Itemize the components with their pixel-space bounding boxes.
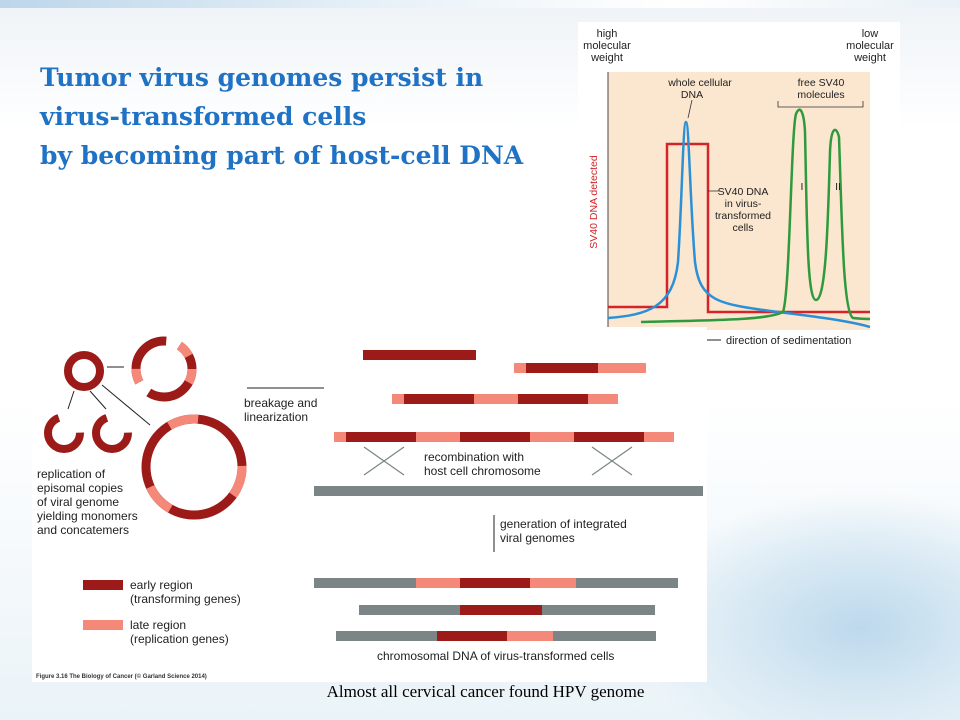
host-chromosome <box>314 486 703 496</box>
replication-label-5: and concatemers <box>37 523 129 537</box>
free-sv40-bracket <box>777 101 864 108</box>
whole-dna-label-2: DNA <box>681 89 703 101</box>
linear-genome-1 <box>363 350 476 360</box>
peak-label-i: I <box>801 181 804 193</box>
linear-genome-4-early-a <box>346 432 416 442</box>
arrow-to-concatemer <box>101 384 151 426</box>
sv40-transformed-label-2: in virus- <box>725 198 762 210</box>
whole-dna-pointer <box>687 99 693 119</box>
low-mw-label-3: weight <box>853 52 886 64</box>
linear-genome-4-early-b <box>460 432 530 442</box>
linear-genome-4-early-c <box>574 432 644 442</box>
sv40-transformed-label-4: cells <box>732 222 753 234</box>
title-line-3: by becoming part of host-cell DNA <box>40 141 524 170</box>
crossover-right-b <box>591 446 633 476</box>
generation-label-1: generation of integrated <box>500 517 627 531</box>
sv40-transformed-label-3: transformed <box>715 210 771 222</box>
high-mw-label-2: molecular <box>583 40 631 52</box>
low-mw-label-2: molecular <box>846 40 894 52</box>
recombination-label-2: host cell chromosome <box>424 464 541 478</box>
linear-genome-3-early-a <box>404 394 474 404</box>
plot-background <box>608 72 870 330</box>
replication-label-4: yielding monomers <box>37 509 138 523</box>
episome-concatemer-late <box>141 414 247 520</box>
chromosomal-dna-label: chromosomal DNA of virus-transformed cel… <box>377 649 614 663</box>
legend-late-name: late region <box>130 618 186 632</box>
arrow-copy-1 <box>67 390 75 410</box>
free-sv40-label-2: molecules <box>797 89 844 101</box>
title-line-1: Tumor virus genomes persist in <box>40 63 484 92</box>
high-mw-label-1: high <box>597 28 618 40</box>
caption-text: Almost all cervical cancer found HPV gen… <box>326 682 645 701</box>
slide-caption: Almost all cervical cancer found HPV gen… <box>0 682 960 702</box>
crossover-left-b <box>363 446 405 476</box>
integrated-2-early <box>460 605 542 615</box>
generation-label-2: viral genomes <box>500 531 575 545</box>
recombination-label-1: recombination with <box>424 450 524 464</box>
sedimentation-svg: high molecular weight low molecular weig… <box>578 28 894 356</box>
replication-label-3: of viral genome <box>37 495 119 509</box>
integrated-1-early <box>460 578 530 588</box>
x-axis-label: direction of sedimentation <box>726 335 851 347</box>
slide-title: Tumor virus genomes persist in virus-tra… <box>40 58 523 175</box>
legend-late-detail: (replication genes) <box>130 632 229 646</box>
figure-3-16-credit: Figure 3.16 The Biology of Cancer (© Gar… <box>36 673 207 680</box>
episome-copy-1 <box>44 413 84 453</box>
integration-svg: breakage and linearization replication o… <box>36 336 703 680</box>
sedimentation-figure: high molecular weight low molecular weig… <box>578 22 900 358</box>
arrow-copy-2 <box>89 390 107 410</box>
linear-genome-3 <box>392 394 618 404</box>
episome-copy-2 <box>92 413 132 453</box>
high-mw-label-3: weight <box>590 52 623 64</box>
episome-monomer <box>64 351 104 391</box>
legend-early-name: early region <box>130 578 193 592</box>
top-decor-band <box>0 0 960 8</box>
linear-genome-2-early <box>526 363 598 373</box>
low-mw-label-1: low <box>862 28 879 40</box>
free-sv40-curve <box>640 108 871 324</box>
free-sv40-label-1: free SV40 <box>798 77 845 89</box>
episome-large-late <box>131 336 197 402</box>
replication-label-2: episomal copies <box>37 481 123 495</box>
linear-genome-3-early-b <box>518 394 588 404</box>
breakage-label-2: linearization <box>244 410 308 424</box>
breakage-label-1: breakage and <box>244 396 317 410</box>
integration-figure: breakage and linearization replication o… <box>32 327 707 682</box>
integrated-3-early <box>437 631 507 641</box>
legend-early-detail: (transforming genes) <box>130 592 241 606</box>
peak-label-ii: II <box>835 181 841 193</box>
replication-label-1: replication of <box>37 467 106 481</box>
legend-late-swatch <box>83 620 123 630</box>
whole-cellular-dna-curve <box>607 120 871 329</box>
y-axis-label: SV40 DNA detected <box>588 155 600 249</box>
whole-dna-label-1: whole cellular <box>667 77 732 89</box>
title-line-2: virus-transformed cells <box>40 102 367 131</box>
legend-early-swatch <box>83 580 123 590</box>
sv40-transformed-label-1: SV40 DNA <box>718 186 769 198</box>
